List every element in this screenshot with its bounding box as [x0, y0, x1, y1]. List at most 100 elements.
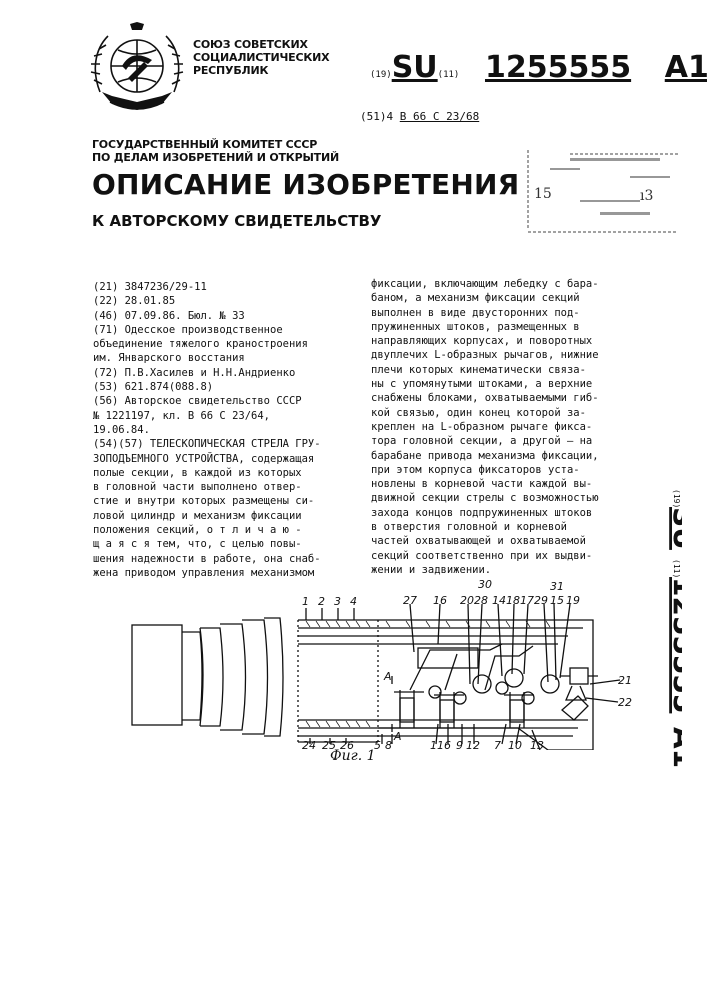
claim-line: жении и задвижении.	[371, 563, 651, 577]
label-20: 20	[460, 594, 474, 607]
biblio-line: (21) 3847236/29-11	[93, 280, 358, 294]
country-code: SU	[392, 50, 438, 85]
label-2: 2	[318, 595, 325, 608]
label-29: 29	[534, 594, 548, 607]
code-11: (11)	[438, 70, 460, 80]
biblio-line: им. Январского восстания	[93, 351, 358, 365]
claim-line: в отверстия головной и корневой	[371, 520, 651, 534]
claim-line: двуплечих L-образных рычагов, нижние	[371, 348, 651, 362]
claim-line: пружиненных штоков, размещенных в	[371, 320, 651, 334]
library-stamp: 15 ı3	[510, 140, 690, 248]
svg-text:ı3: ı3	[640, 188, 653, 204]
union-line: РЕСПУБЛИК	[193, 64, 329, 77]
claim-line: фиксации, включающим лебедку с бара-	[371, 277, 651, 291]
code-19: (19)	[370, 70, 392, 80]
biblio-line: (71) Одесское производственное	[93, 323, 358, 337]
claim-line: направляющих корпусах, и поворотных	[371, 334, 651, 348]
label-22: 22	[618, 696, 632, 709]
label-24: 24	[302, 739, 316, 750]
label-10: 10	[508, 739, 522, 750]
biblio-line: положения секций, о т л и ч а ю -	[93, 523, 358, 537]
claim-line: секций соответственно при их выдви-	[371, 549, 651, 563]
svg-text:(11): (11)	[672, 559, 681, 578]
bibliographic-data: (21) 3847236/29-11 (22) 28.01.85 (46) 07…	[93, 280, 358, 580]
vertical-patent-number: (19) SU (11) 1255555 A1	[648, 485, 682, 785]
patent-number: 1255555	[485, 50, 631, 85]
label-12: 12	[466, 739, 480, 750]
label-18: 18	[506, 594, 520, 607]
label-16: 16	[433, 594, 447, 607]
ipc-classification: (51)4 B 66 C 23/68	[360, 110, 479, 123]
biblio-line: (53) 621.874(088.8)	[93, 380, 358, 394]
label-13: 13	[530, 739, 544, 750]
biblio-line: щ а я с я тем, что, с целью повы-	[93, 537, 358, 551]
label-8: 8	[385, 739, 392, 750]
document-title: ОПИСАНИЕ ИЗОБРЕТЕНИЯ	[92, 168, 519, 201]
label-19: 19	[566, 594, 580, 607]
ipc-class: B 66 C 23/68	[400, 110, 479, 123]
biblio-line: 19.06.84.	[93, 423, 358, 437]
biblio-line: полые секции, в каждой из которых	[93, 466, 358, 480]
biblio-line: № 1221197, кл. В 66 С 23/64,	[93, 409, 358, 423]
label-30: 30	[478, 580, 492, 591]
biblio-line: объединение тяжелого краностроения	[93, 337, 358, 351]
union-name: СОЮЗ СОВЕТСКИХ СОЦИАЛИСТИЧЕСКИХ РЕСПУБЛИ…	[193, 38, 329, 77]
stamp-text: 15	[534, 186, 552, 202]
claim-text-continued: фиксации, включающим лебедку с бара- бан…	[371, 277, 651, 577]
label-a-top: А	[383, 670, 392, 683]
claim-line: новлены в корневой части каждой вы-	[371, 477, 651, 491]
label-7: 7	[494, 739, 501, 750]
ipc-prefix: (51)4	[360, 110, 393, 123]
document-subtitle: К АВТОРСКОМУ СВИДЕТЕЛЬСТВУ	[92, 212, 381, 230]
claim-line: частей охватывающей и охватываемой	[371, 534, 651, 548]
label-17: 17	[520, 594, 534, 607]
claim-line: плечи которых кинематически связа-	[371, 363, 651, 377]
claim-line: баном, а механизм фиксации секций	[371, 291, 651, 305]
committee-name: ГОСУДАРСТВЕННЫЙ КОМИТЕТ СССР ПО ДЕЛАМ ИЗ…	[92, 138, 339, 164]
patent-number-header: (19)SU(11) 1255555 A1	[370, 50, 707, 85]
figure-caption: Фиг. 1	[330, 748, 376, 764]
claim-line: снабжены блоками, охватываемыми гиб-	[371, 391, 651, 405]
claim-line: тора головной секции, а другой – на	[371, 434, 651, 448]
kind-code: A1	[665, 50, 707, 85]
label-3: 3	[334, 595, 341, 608]
biblio-line: жена приводом управления механизмом	[93, 566, 358, 580]
biblio-line: (72) П.В.Хасилев и Н.Н.Андриенко	[93, 366, 358, 380]
biblio-line: ЗОПОДЪЕМНОГО УСТРОЙСТВА, содержащая	[93, 452, 358, 466]
label-1: 1	[302, 595, 309, 608]
biblio-line: (22) 28.01.85	[93, 294, 358, 308]
label-28: 28	[474, 594, 488, 607]
svg-text:SU: SU	[667, 507, 682, 550]
claim-line: движной секции стрелы с возможностью	[371, 491, 651, 505]
label-6: 6	[444, 739, 451, 750]
label-21: 21	[618, 674, 632, 687]
biblio-line: ловой цилиндр и механизм фиксации	[93, 509, 358, 523]
committee-line: ГОСУДАРСТВЕННЫЙ КОМИТЕТ СССР	[92, 138, 339, 151]
claim-line: барабане привода механизма фиксации,	[371, 449, 651, 463]
biblio-line: в головной части выполнено отвер-	[93, 480, 358, 494]
claim-line: выполнен в виде двусторонних под-	[371, 306, 651, 320]
biblio-line: (56) Авторское свидетельство СССР	[93, 394, 358, 408]
committee-line: ПО ДЕЛАМ ИЗОБРЕТЕНИЙ И ОТКРЫТИЙ	[92, 151, 339, 164]
label-a-bottom: А	[393, 730, 402, 743]
svg-text:(19): (19)	[672, 489, 681, 508]
figure-1-boom-drawing: 1 2 3 4 27 16 20 28 14 18 17 29 15 19 30…	[110, 580, 650, 750]
biblio-line: (54)(57) ТЕЛЕСКОПИЧЕСКАЯ СТРЕЛА ГРУ-	[93, 437, 358, 451]
label-9: 9	[456, 739, 463, 750]
biblio-line: стие и внутри которых размещены си-	[93, 494, 358, 508]
claim-line: креплен на L-образном рычаге фикса-	[371, 420, 651, 434]
claim-line: при этом корпуса фиксаторов уста-	[371, 463, 651, 477]
label-11: 11	[430, 739, 444, 750]
label-31: 31	[550, 580, 564, 593]
label-14: 14	[492, 594, 506, 607]
svg-text:1255555: 1255555	[667, 577, 682, 713]
biblio-line: шения надежности в работе, она снаб-	[93, 552, 358, 566]
claim-line: кой связью, один конец которой за-	[371, 406, 651, 420]
label-4: 4	[350, 595, 357, 608]
claim-line: ны с упомянутыми штоками, а верхние	[371, 377, 651, 391]
union-line: СОЮЗ СОВЕТСКИХ	[193, 38, 329, 51]
ussr-emblem-icon	[88, 22, 186, 122]
svg-text:A1: A1	[667, 727, 682, 768]
claim-line: захода концов подпружиненных штоков	[371, 506, 651, 520]
biblio-line: (46) 07.09.86. Бюл. № 33	[93, 309, 358, 323]
